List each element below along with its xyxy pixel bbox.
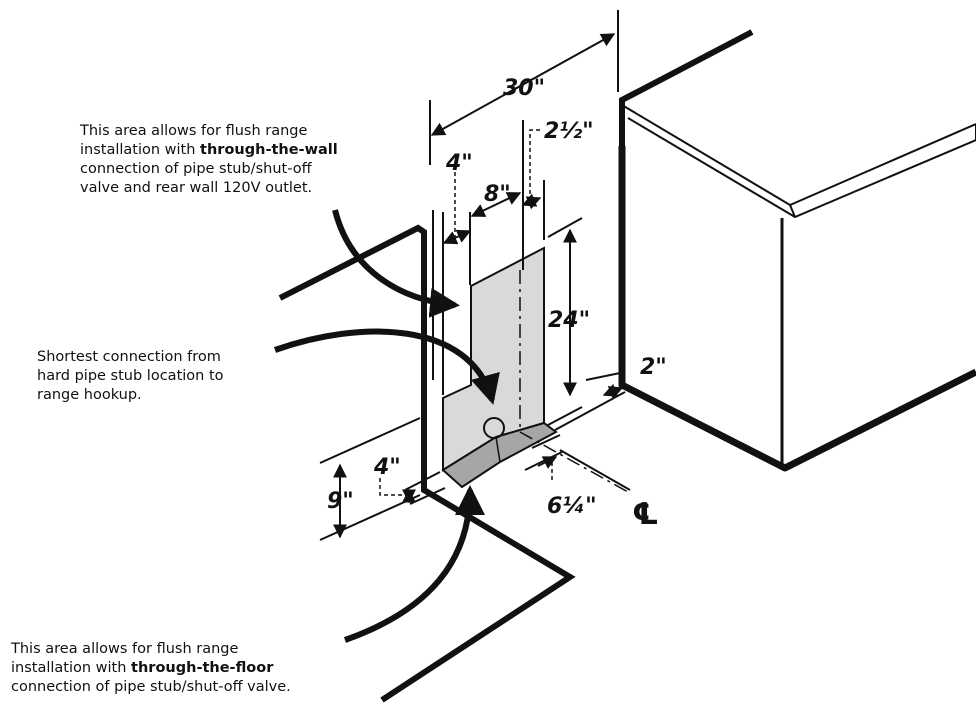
centerline xyxy=(519,431,629,493)
installation-area xyxy=(441,246,558,489)
dim-4-floor: 4" xyxy=(373,455,401,480)
dim-2: 2" xyxy=(640,355,667,380)
dim-8: 8" xyxy=(484,182,511,207)
dim-6-quarter: 6¼" xyxy=(547,494,597,519)
dimension-arrows xyxy=(333,33,624,539)
callout-arrows xyxy=(274,209,500,643)
callout-through-the-wall: This area allows for flush range install… xyxy=(80,123,338,196)
wall-floor-outline xyxy=(278,224,576,703)
dim-30: 30" xyxy=(503,76,545,101)
dim-24: 24" xyxy=(548,308,590,333)
counter-cabinet xyxy=(618,29,976,472)
callout-through-the-floor: This area allows for flush range install… xyxy=(11,641,291,695)
centerline-symbol: ℄ xyxy=(632,497,659,532)
pipe-stub-marker xyxy=(483,417,505,439)
dim-4-left: 4" xyxy=(445,151,473,176)
callout-shortest-connection: Shortest connection from hard pipe stub … xyxy=(37,349,224,403)
dimension-leaders xyxy=(379,129,553,496)
dim-2-half: 2½" xyxy=(544,119,594,144)
dim-9: 9" xyxy=(327,489,354,514)
